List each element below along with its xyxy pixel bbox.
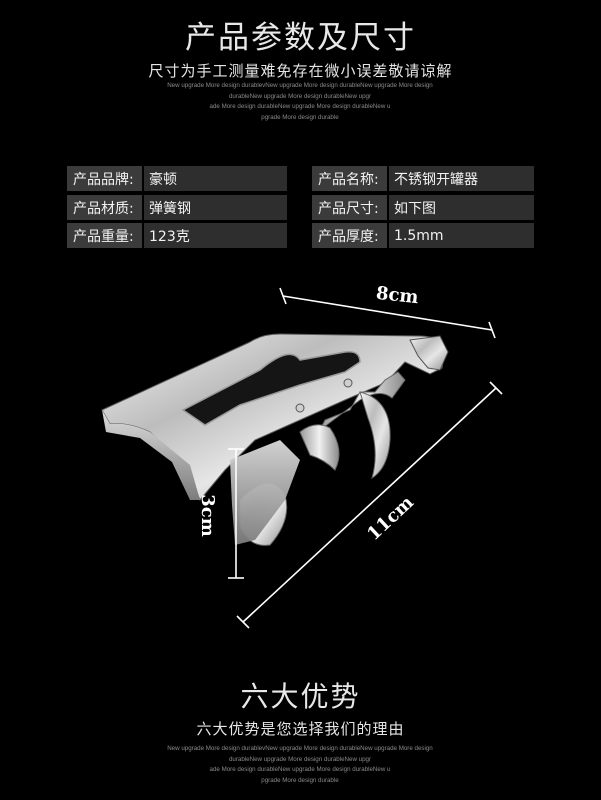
dimension-width-label: 8cm [375, 282, 420, 309]
dimension-height-label: 3cm [196, 494, 218, 537]
spec-key: 产品厚度: [312, 223, 389, 248]
rivet [295, 403, 305, 413]
opener-curl [359, 391, 391, 480]
filler-line: durableNew upgrade More design durableNe… [228, 755, 372, 763]
spec-key: 产品材质: [67, 195, 144, 220]
advantages-subtitle: 六大优势是您选择我们的理由 [196, 720, 405, 738]
spec-value: 123克 [144, 223, 287, 248]
spec-row-weight: 产品重量: 123克 [67, 223, 287, 248]
spec-value: 弹簧钢 [144, 195, 287, 220]
filler-line: ade More design durableNew upgrade More … [209, 766, 391, 773]
spec-key: 产品尺寸: [312, 195, 389, 220]
rivet [343, 378, 353, 388]
spec-key: 产品重量: [67, 223, 144, 248]
spec-value: 豪顿 [144, 166, 287, 191]
dimension-length-line [236, 381, 503, 629]
opener-blade [299, 424, 340, 471]
spec-row-brand: 产品品牌: 豪顿 [67, 166, 287, 191]
dimension-height-line [228, 448, 244, 579]
spec-key: 产品名称: [312, 166, 389, 191]
filler-line: durableNew upgrade More design durableNe… [228, 92, 372, 100]
filler-line: ade More design durableNew upgrade More … [209, 103, 391, 110]
spec-key: 产品品牌: [67, 166, 144, 191]
dimension-width-line [279, 287, 496, 339]
decorative-filler-text-bottom: New upgrade More design durablevNew upgr… [150, 744, 450, 786]
spec-row-size: 产品尺寸: 如下图 [312, 195, 534, 220]
opener-tab [409, 335, 449, 371]
opener-rim [102, 410, 200, 500]
filler-line: pgrade More design durable [261, 776, 339, 784]
spec-row-material: 产品材质: 弹簧钢 [67, 195, 287, 220]
page-subtitle: 尺寸为手工测量难免存在微小误差敬请谅解 [148, 62, 453, 80]
spec-value: 如下图 [389, 195, 534, 220]
filler-line: New upgrade More design durablevNew upgr… [167, 82, 433, 89]
spec-value: 不锈钢开罐器 [389, 166, 534, 191]
page-title: 产品参数及尺寸 [185, 20, 416, 56]
decorative-filler-text-top: New upgrade More design durablevNew upgr… [150, 81, 450, 123]
opener-lower-arm [230, 440, 300, 545]
spec-row-thickness: 产品厚度: 1.5mm [312, 223, 534, 248]
can-opener-illustration [101, 287, 503, 629]
spec-row-name: 产品名称: 不锈钢开罐器 [312, 166, 534, 191]
filler-line: pgrade More design durable [261, 113, 339, 121]
spec-value: 1.5mm [389, 223, 534, 248]
filler-line: New upgrade More design durablevNew upgr… [167, 745, 433, 752]
opener-slot [181, 350, 361, 426]
advantages-title: 六大优势 [240, 680, 361, 713]
